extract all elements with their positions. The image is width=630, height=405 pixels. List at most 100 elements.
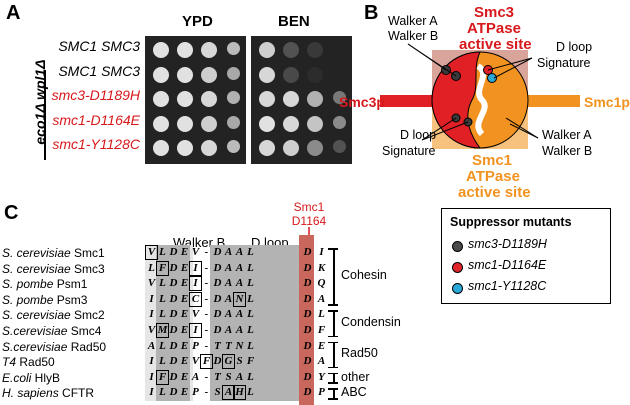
residue: I — [193, 261, 198, 274]
residue: E — [180, 277, 189, 290]
yeast-spot — [177, 140, 193, 156]
residue: A — [224, 386, 233, 399]
mismatch-box — [156, 323, 169, 339]
yeast-spot — [226, 42, 240, 55]
residue: I — [149, 386, 154, 399]
residue: D — [303, 370, 312, 383]
walker-a-right-label: Walker A — [542, 128, 592, 142]
residue: V — [191, 308, 200, 321]
group-tick — [328, 366, 338, 369]
yeast-spot — [307, 91, 323, 107]
ben-label: BEN — [278, 13, 310, 30]
residue: D — [303, 324, 312, 336]
smc1p-label: Smc1p — [584, 94, 630, 110]
residue: D — [213, 308, 222, 321]
smc1-site-sub2: active site — [458, 184, 531, 201]
smc3-site-sub2: active site — [459, 36, 532, 53]
residue: - — [204, 324, 209, 336]
yeast-spot — [153, 66, 169, 83]
residue: A — [224, 261, 233, 274]
yeast-spot — [333, 67, 346, 80]
residue: D — [303, 261, 312, 274]
ben-plate — [251, 36, 352, 164]
residue: A — [224, 277, 233, 290]
panel-a-letter: A — [6, 2, 21, 24]
residue: D — [213, 246, 222, 258]
residue: S — [236, 355, 243, 368]
yeast-spot — [259, 66, 275, 83]
residue: F — [246, 355, 255, 368]
smc3-site-sub1: ATPase — [467, 20, 521, 37]
residue: N — [235, 339, 244, 352]
residue: E — [180, 308, 189, 321]
mismatch-box — [222, 385, 235, 401]
group-tick — [328, 398, 338, 400]
residue: - — [204, 339, 209, 352]
residue: A — [235, 324, 244, 336]
residue: A — [235, 370, 244, 383]
residue: D — [303, 246, 312, 258]
residue: L — [148, 261, 155, 274]
residue: A — [224, 308, 233, 321]
residue: T — [214, 339, 221, 352]
arrow-label-line2: D1164 — [291, 214, 327, 228]
residue: - — [204, 246, 209, 258]
yeast-spot — [307, 66, 323, 83]
smc1p-coil — [525, 95, 580, 107]
d1164-column-shade — [299, 235, 314, 405]
residue: L — [159, 339, 166, 352]
residue: A — [235, 308, 244, 321]
residue: E — [180, 355, 189, 368]
walker-b-right-label: Walker B — [542, 144, 593, 158]
atp-channel — [475, 63, 488, 137]
residue: L — [318, 308, 325, 321]
residue: A — [317, 355, 326, 368]
yeast-spot — [226, 91, 240, 104]
genotype-label: eco1Δ wpl1Δ — [32, 59, 48, 145]
residue: D — [169, 386, 178, 399]
mutant-name: smc3-D1189H — [468, 237, 547, 251]
residue: D — [169, 277, 178, 290]
residue: L — [247, 370, 254, 383]
dloop-shade — [210, 245, 300, 401]
residue: Q — [317, 277, 326, 290]
residue: L — [247, 308, 254, 321]
yeast-spot — [332, 91, 346, 104]
mismatch-box — [145, 245, 158, 261]
strain-label: smc1-Y1128C — [52, 136, 140, 152]
residue: Y — [318, 370, 325, 383]
residue: A — [235, 246, 244, 258]
organism-name: S. cerevisiae Smc2 — [2, 308, 105, 323]
residue: V — [147, 324, 156, 336]
residue: L — [159, 277, 166, 290]
organism-name: S. cerevisiae Smc1 — [2, 246, 105, 260]
yeast-spot — [201, 42, 217, 58]
yeast-spot — [177, 42, 193, 58]
residue: - — [204, 370, 209, 383]
yeast-spot — [201, 91, 217, 107]
residue: D — [169, 370, 178, 383]
group-bracket — [333, 341, 335, 367]
residue: T — [214, 370, 221, 383]
group-tick — [328, 310, 338, 312]
residue: E — [180, 324, 189, 336]
mutant-dot — [452, 262, 463, 273]
yeast-spot — [153, 140, 169, 156]
organism-name: E.coli HlyB — [2, 370, 61, 385]
residue: L — [159, 308, 166, 321]
yeast-spot — [153, 91, 169, 107]
yeast-spot — [226, 115, 240, 129]
mutant-dot — [452, 241, 463, 252]
strain-label: SMC1 SMC3 — [58, 62, 140, 79]
residue: K — [317, 261, 326, 274]
organism-name: S. cerevisiae Smc3 — [2, 261, 105, 276]
residue: V — [191, 246, 200, 258]
ypd-label: YPD — [182, 13, 213, 30]
suppressor-legend-title: Suppressor mutants — [450, 215, 572, 229]
strain-label: smc1-D1164E — [52, 111, 140, 128]
smc1-site-sub1: ATPase — [466, 168, 520, 185]
organism-name: H. sapiens CFTR — [2, 386, 95, 401]
yeast-spot — [283, 42, 299, 58]
residue: P — [192, 339, 199, 352]
group-tick — [328, 372, 338, 375]
